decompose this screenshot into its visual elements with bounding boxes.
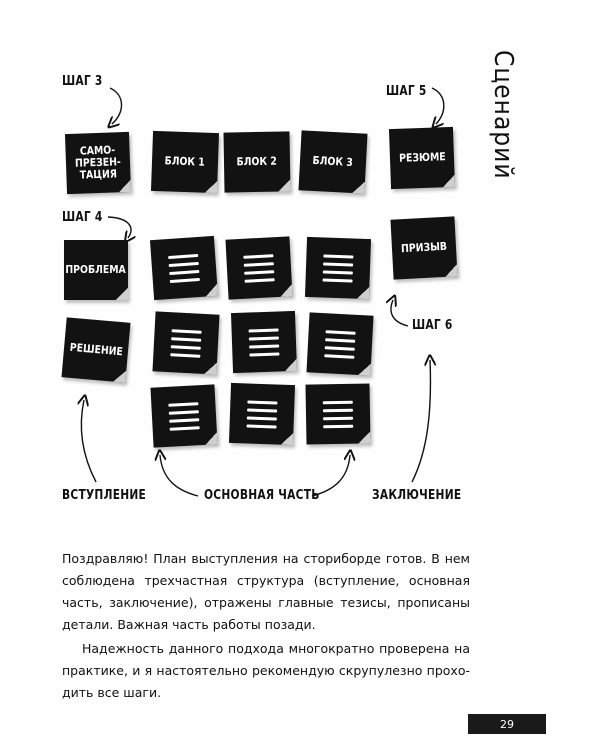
note-detail-5	[230, 310, 298, 374]
page-side-title: Сценарий	[488, 50, 518, 180]
note-detail-4	[152, 311, 220, 375]
note-block2-label: БЛОК 2	[236, 154, 278, 169]
step3-label: ШАГ 3	[62, 74, 103, 89]
note-block2: БЛОК 2	[223, 131, 291, 193]
note-block3: БЛОК 3	[298, 130, 368, 194]
note-detail-7	[150, 384, 218, 448]
note-self-presentation: САМО- ПРЕЗЕН- ТАЦИЯ	[64, 131, 132, 195]
step5-label: ШАГ 5	[386, 84, 427, 99]
step6-label: ШАГ 6	[412, 318, 453, 333]
step4-label: ШАГ 4	[62, 210, 103, 225]
intro-arrow	[81, 400, 97, 483]
note-detail-1	[149, 235, 219, 301]
note-detail-6	[306, 312, 374, 376]
step4-arrow	[107, 216, 131, 238]
note-resume-label: РЕЗЮМЕ	[398, 150, 446, 165]
note-detail-3	[304, 236, 372, 300]
note-call-label: ПРИЗЫВ	[400, 239, 448, 256]
note-self-presentation-line3: ТАЦИЯ	[79, 167, 118, 182]
page-number: 29	[500, 717, 514, 731]
main-arrow-left	[160, 455, 199, 497]
note-solution: РЕШЕНИЕ	[61, 317, 131, 383]
note-problem-label: ПРОБЛЕМА	[65, 263, 127, 276]
note-problem: ПРОБЛЕМА	[64, 240, 128, 300]
section-conclusion-label: ЗАКЛЮЧЕНИЕ	[372, 488, 462, 503]
note-resume: РЕЗЮМЕ	[388, 126, 456, 190]
step5-arrow	[432, 87, 445, 124]
page-number-bar: 29	[468, 714, 546, 734]
section-intro-label: ВСТУПЛЕНИЕ	[62, 488, 147, 503]
step3-arrow	[110, 87, 123, 124]
note-block1: БЛОК 1	[150, 130, 220, 194]
note-detail-9	[305, 383, 371, 445]
step6-arrow	[391, 300, 409, 327]
main-arrow-right	[311, 455, 350, 497]
note-block1-label: БЛОК 1	[164, 154, 206, 169]
note-detail-2	[225, 236, 293, 300]
paragraph-1: Поздравляю! План выступления на сторибор…	[62, 551, 470, 632]
note-block3-label: БЛОК 3	[312, 153, 354, 170]
note-solution-label: РЕШЕНИЕ	[68, 340, 124, 359]
conclusion-arrow	[411, 360, 430, 483]
paragraph-2: Надежность данного подхода многократно п…	[62, 641, 470, 700]
note-detail-8	[228, 382, 296, 446]
note-call: ПРИЗЫВ	[390, 216, 458, 280]
section-main-label: ОСНОВНАЯ ЧАСТЬ	[204, 488, 320, 503]
